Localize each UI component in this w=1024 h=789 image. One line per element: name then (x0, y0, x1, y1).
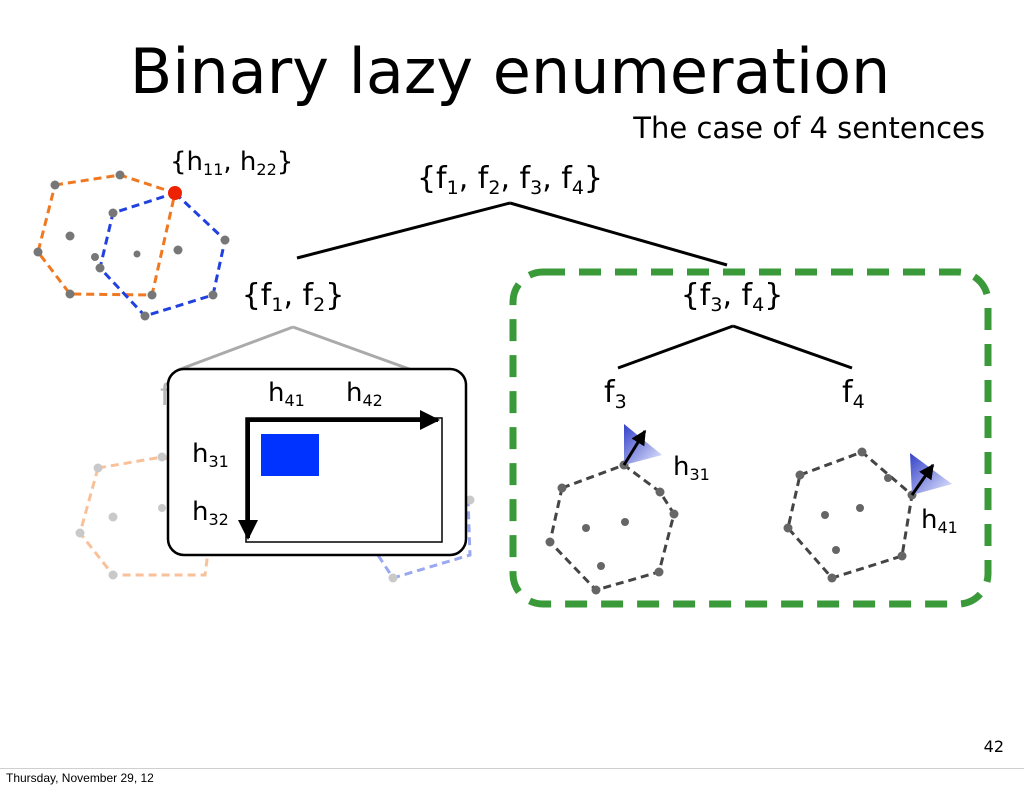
leaf-f3: f3 (604, 375, 627, 413)
selected-vertex-dot (168, 186, 182, 200)
footer-date: Thursday, November 29, 12 (6, 771, 154, 785)
label-h31-side: h31 (192, 439, 229, 471)
direction-arrow-f4 (910, 463, 935, 496)
right-branches (617, 324, 853, 370)
polytope-f4 (783, 447, 952, 583)
tree-node-f1-f2: {f1, f2} (242, 278, 345, 316)
label-h41-top: h41 (268, 378, 305, 410)
diagram-canvas: Binary lazy enumeration The case of 4 se… (33, 35, 1004, 756)
page-number: 42 (984, 737, 1004, 756)
highlight-subtree-box (509, 268, 992, 608)
polytope-pair-top-left (33, 170, 230, 321)
footer-bar: Thursday, November 29, 12 (0, 768, 1024, 789)
normal-cone-f3 (624, 424, 662, 465)
label-h41-right: h41 (921, 505, 958, 537)
polytope-dots (33, 170, 230, 321)
leaf-f4: f4 (842, 375, 865, 413)
slide-subtitle: The case of 4 sentences (632, 111, 985, 145)
label-h31-right: h31 (673, 452, 710, 484)
enumeration-grid (238, 410, 443, 543)
polytope-f3 (545, 424, 679, 595)
label-h11-h22: {h11, h22} (170, 147, 293, 179)
label-h42-top: h42 (346, 378, 383, 410)
root-branches (296, 201, 728, 267)
direction-arrow-f3 (622, 429, 647, 466)
slide: Binary lazy enumeration The case of 4 se… (33, 35, 1004, 756)
slide-title: Binary lazy enumeration (130, 35, 891, 108)
tree-root-node: {f1, f2, f3, f4} (417, 161, 603, 199)
label-h32-side: h32 (192, 497, 229, 529)
tree-node-f3-f4: {f3, f4} (681, 278, 784, 316)
faded-left-branches (177, 325, 413, 372)
grid-cell-highlight (261, 434, 319, 476)
